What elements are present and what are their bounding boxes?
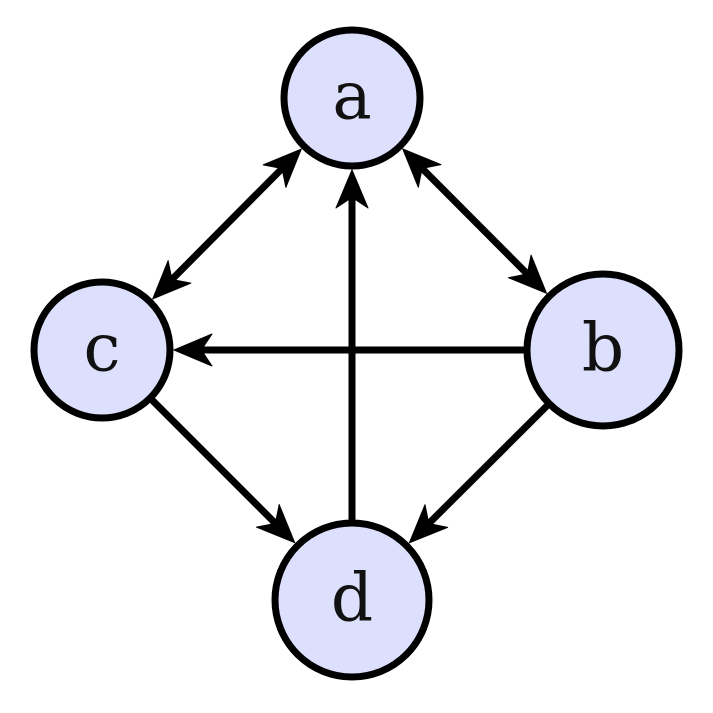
node-b-label: b <box>582 310 624 387</box>
edge-c-d <box>149 397 283 531</box>
node-a: a <box>280 26 424 170</box>
node-c-label: c <box>84 310 121 387</box>
node-d-label: d <box>331 560 373 637</box>
node-b-circle <box>523 270 683 430</box>
arrowhead-d-a-at-a <box>335 169 369 209</box>
arrowhead-a-b-at-b <box>507 254 548 294</box>
node-d-circle <box>271 519 433 681</box>
arrowhead-a-c-at-c <box>152 260 192 300</box>
node-a-label: a <box>332 58 371 135</box>
arrowhead-c-d-at-d <box>256 504 296 544</box>
node-b: b <box>523 270 683 430</box>
arrowhead-b-d-at-d <box>408 504 449 544</box>
node-c-circle <box>30 278 174 422</box>
node-c: c <box>30 278 174 422</box>
arrowhead-a-b-at-a <box>402 148 442 188</box>
edge-a-b <box>415 161 534 281</box>
node-a-circle <box>280 26 424 170</box>
edge-b-d <box>422 402 550 531</box>
edges-layer <box>149 148 550 544</box>
node-d: d <box>271 519 433 681</box>
arrowhead-b-c-at-c <box>173 333 213 367</box>
edge-a-c <box>165 161 289 287</box>
arrowhead-a-c-at-a <box>262 148 302 188</box>
nodes-layer: a b c d <box>30 26 683 681</box>
